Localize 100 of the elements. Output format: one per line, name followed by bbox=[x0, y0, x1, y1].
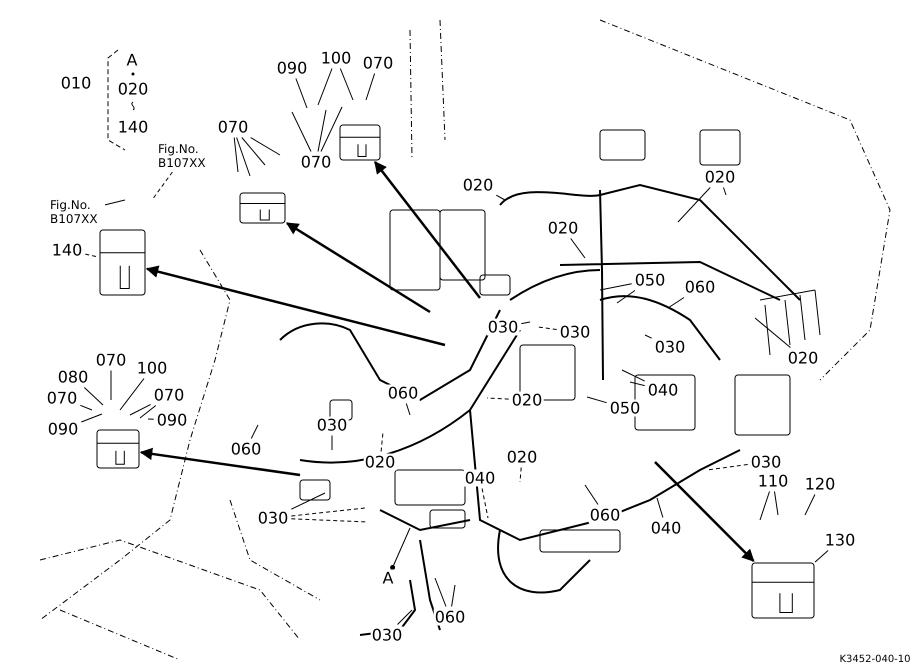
leader-line bbox=[397, 610, 412, 625]
leader-line bbox=[140, 405, 156, 418]
leader-line bbox=[130, 404, 152, 416]
arrow bbox=[286, 222, 431, 314]
callout-number: 020 bbox=[506, 448, 538, 466]
callout-number: 090 bbox=[276, 60, 308, 76]
leader-line bbox=[80, 404, 92, 410]
leader-line bbox=[250, 137, 280, 156]
callout-number: 020 bbox=[116, 80, 150, 98]
leader-line bbox=[290, 492, 326, 510]
callout-number: A bbox=[382, 570, 394, 586]
leader-line bbox=[804, 494, 816, 516]
leader-line bbox=[486, 398, 510, 400]
leader-line bbox=[600, 283, 632, 290]
leader-line bbox=[538, 326, 558, 330]
leader-line bbox=[234, 137, 238, 172]
leader-line bbox=[496, 194, 506, 200]
leader-line bbox=[292, 112, 312, 152]
callout-number: 020 bbox=[462, 176, 494, 194]
callout-number: 030 bbox=[654, 338, 686, 356]
leader-line bbox=[110, 370, 112, 400]
callout-number: 050 bbox=[608, 400, 642, 416]
callout-number: 080 bbox=[56, 368, 90, 386]
callout-number: 010 bbox=[60, 74, 92, 92]
callout-number: 140 bbox=[50, 242, 84, 258]
callout-number: 030 bbox=[558, 324, 592, 340]
leader-line bbox=[380, 432, 384, 452]
relay-box bbox=[240, 192, 286, 224]
callout-number: 030 bbox=[370, 626, 404, 644]
leader-line bbox=[760, 491, 770, 520]
leader-line bbox=[482, 488, 488, 518]
callout-number: 070 bbox=[300, 154, 332, 170]
leader-line bbox=[570, 238, 586, 258]
arrow bbox=[146, 266, 446, 346]
leader-line bbox=[295, 78, 308, 108]
callout-number: 110 bbox=[756, 472, 790, 490]
leader-line bbox=[754, 318, 791, 348]
callout-number: 060 bbox=[434, 608, 466, 626]
callout-number: 070 bbox=[94, 352, 128, 368]
leader-line bbox=[250, 424, 258, 439]
leader-line bbox=[318, 68, 332, 106]
callout-number: 020 bbox=[546, 220, 580, 236]
callout-number: 070 bbox=[46, 390, 78, 406]
leader-line bbox=[706, 464, 748, 470]
callout-number: 060 bbox=[230, 440, 262, 458]
callout-number: 100 bbox=[136, 360, 168, 376]
leader-line bbox=[148, 418, 154, 420]
callout-number: 030 bbox=[316, 416, 348, 434]
arrow bbox=[140, 448, 300, 476]
leader-line bbox=[320, 106, 342, 152]
callout-number: 100 bbox=[320, 50, 352, 66]
callout-number: 020 bbox=[364, 454, 396, 470]
leader-line bbox=[622, 370, 646, 382]
arrow bbox=[374, 161, 481, 299]
leader-line bbox=[584, 484, 598, 505]
leader-line bbox=[814, 550, 829, 563]
callout-number: 090 bbox=[156, 412, 188, 428]
leader-line bbox=[678, 187, 711, 222]
leader-line bbox=[520, 322, 530, 324]
leader-line bbox=[451, 584, 456, 607]
callout-number: 040 bbox=[646, 382, 680, 398]
leader-line bbox=[774, 491, 778, 516]
leader-line bbox=[668, 297, 684, 308]
leader-line bbox=[236, 137, 250, 176]
callout-number: 030 bbox=[486, 318, 520, 336]
callout-number: 070 bbox=[152, 386, 186, 404]
leader-line bbox=[390, 528, 410, 570]
callout-number: 070 bbox=[216, 118, 250, 136]
leader-line bbox=[656, 498, 664, 518]
callout-number: 060 bbox=[386, 384, 420, 402]
callout-number: 140 bbox=[116, 118, 150, 136]
leader-line bbox=[366, 73, 376, 100]
leader-line bbox=[644, 334, 652, 339]
leader-line bbox=[80, 414, 102, 422]
leader-line bbox=[616, 290, 636, 304]
leader-line bbox=[104, 200, 126, 206]
leader-line bbox=[434, 578, 446, 607]
callout-number: 120 bbox=[804, 476, 836, 492]
relay-box bbox=[96, 430, 140, 468]
leader-line bbox=[406, 403, 410, 416]
leader-line bbox=[120, 378, 144, 410]
leader-line bbox=[318, 110, 326, 152]
callout-number: 060 bbox=[588, 506, 622, 524]
leader-line bbox=[152, 172, 173, 200]
relay-box bbox=[100, 230, 146, 296]
leader-line bbox=[723, 187, 726, 196]
leader-line bbox=[84, 387, 104, 406]
relay-box bbox=[752, 562, 814, 618]
callout-number: 020 bbox=[510, 392, 544, 408]
callout-number: A bbox=[126, 52, 138, 68]
callout-number: 130 bbox=[824, 532, 856, 548]
leader-line bbox=[241, 137, 266, 166]
callout-number: 050 bbox=[634, 272, 666, 288]
arrow bbox=[654, 461, 754, 562]
callout-number: 040 bbox=[650, 520, 682, 536]
leader-line bbox=[520, 467, 522, 482]
callout-number: 040 bbox=[464, 470, 496, 486]
leader-line bbox=[586, 396, 608, 404]
callout-number: 090 bbox=[46, 420, 80, 438]
callout-number: 030 bbox=[256, 510, 290, 526]
